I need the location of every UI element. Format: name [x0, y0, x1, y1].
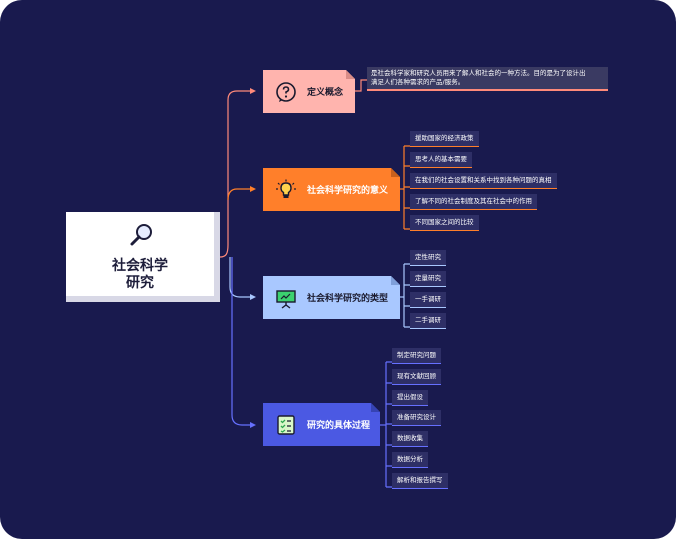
significance-item[interactable]: 不同国家之间的比较 [410, 215, 479, 231]
topic-types-label: 社会科学研究的类型 [307, 294, 389, 304]
checklist-icon [277, 414, 295, 435]
question-bubble-icon [276, 81, 296, 102]
type-item[interactable]: 定量研究 [410, 271, 446, 287]
process-step[interactable]: 现有文献回顾 [392, 369, 441, 385]
type-item[interactable]: 一手调研 [410, 292, 446, 308]
significance-item[interactable]: 了解不同的社会制度及其在社会中的作用 [410, 194, 537, 210]
type-item[interactable]: 定性研究 [410, 250, 446, 266]
significance-item[interactable]: 思考人的基本需要 [410, 152, 472, 168]
significance-item[interactable]: 在我们的社会设置和关系中找到各种问题的真相 [410, 173, 557, 189]
topic-significance-label: 社会科学研究的意义 [307, 186, 389, 196]
topic-definition-label: 定义概念 [307, 88, 344, 98]
process-step[interactable]: 数据收集 [392, 431, 428, 447]
topic-significance[interactable]: 社会科学研究的意义 [263, 168, 400, 211]
topic-types[interactable]: 社会科学研究的类型 [263, 276, 400, 319]
process-step[interactable]: 数据分析 [392, 452, 428, 468]
process-step[interactable]: 解析和报告撰写 [392, 473, 448, 489]
topic-process-label: 研究的具体过程 [307, 421, 371, 431]
topic-process[interactable]: 研究的具体过程 [263, 403, 380, 446]
presentation-board-icon [276, 289, 296, 309]
root-node[interactable]: 社会科学 研究 [66, 212, 220, 302]
process-step[interactable]: 提出假设 [392, 390, 428, 406]
topic-definition[interactable]: 定义概念 [263, 70, 355, 113]
magnifier-icon [130, 224, 152, 246]
process-step[interactable]: 准备研究设计 [392, 410, 441, 426]
lightbulb-icon [276, 179, 296, 198]
type-item[interactable]: 二手调研 [410, 313, 446, 329]
process-step[interactable]: 制定研究问题 [392, 348, 441, 364]
significance-item[interactable]: 援助国家的经济政策 [410, 131, 479, 147]
root-title: 社会科学 研究 [112, 258, 168, 291]
definition-text[interactable]: 是社会科学家和研究人员用来了解人和社会的一种方法。目的是为了设计出 满足人们各种… [367, 67, 608, 91]
